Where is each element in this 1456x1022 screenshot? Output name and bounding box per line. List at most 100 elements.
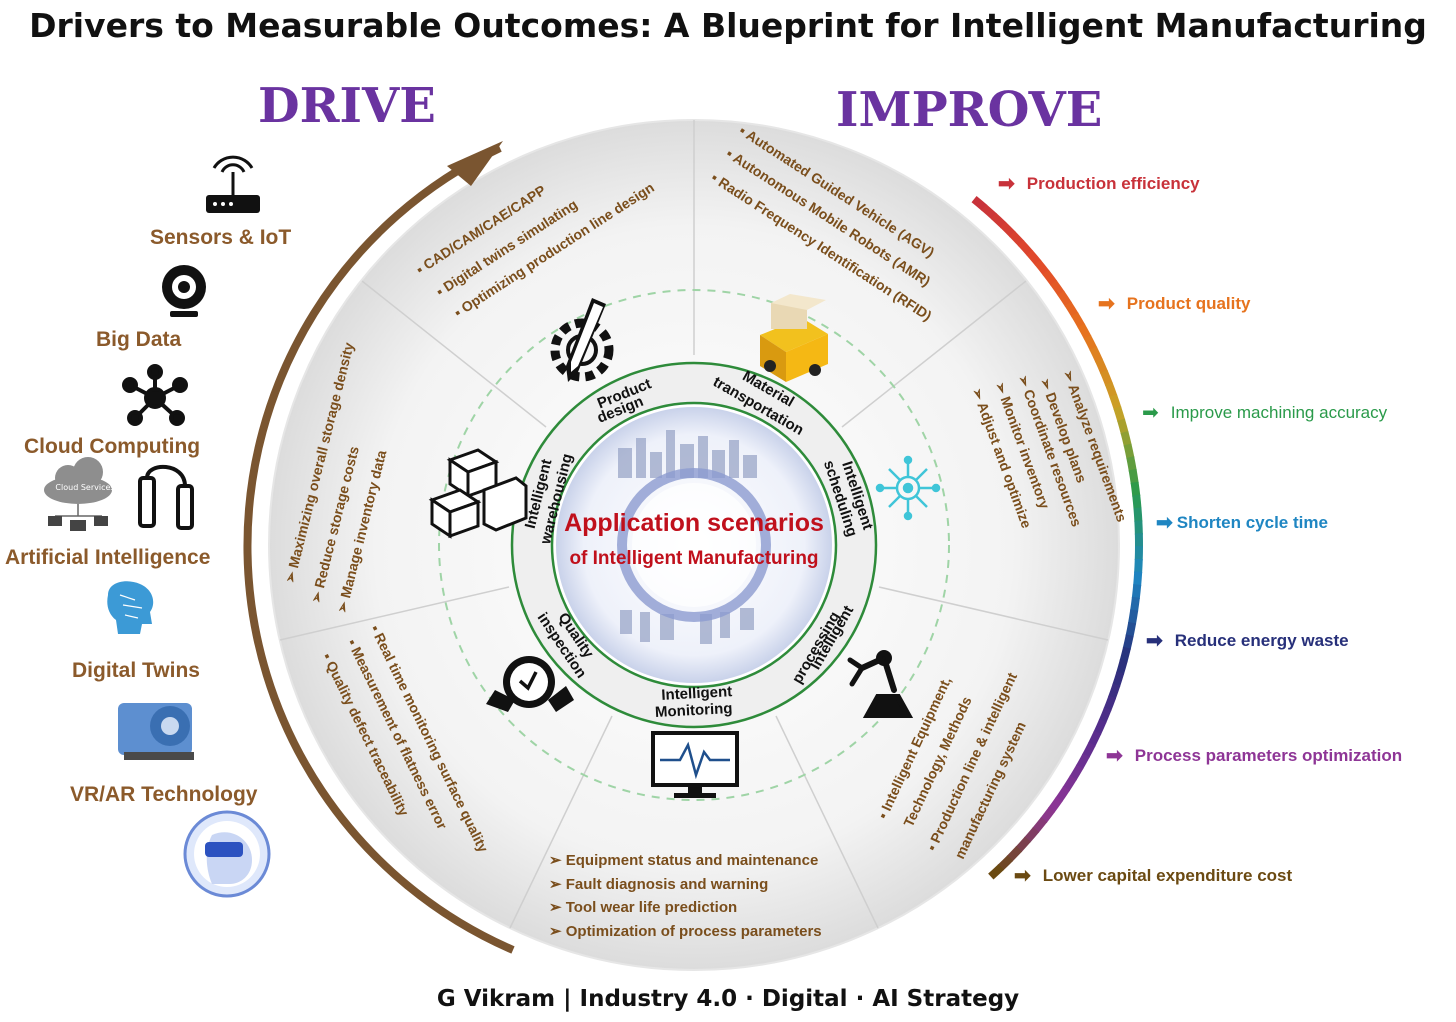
improve-arc-segment <box>1069 764 1084 781</box>
detail-monitoring-3: ➢ Optimization of process parameters <box>549 923 822 940</box>
improve-arc-segment <box>1050 280 1065 297</box>
improve-arc-segment <box>1040 807 1056 824</box>
improve-arc-segment <box>1077 323 1092 340</box>
improve-gradient-arc <box>971 196 1143 880</box>
scenario-label-4-line1: Intelligent <box>661 683 733 704</box>
center-title: Application scenarios <box>564 509 824 537</box>
footer-credit: G Vikram | Industry 4.0 · Digital · AI S… <box>436 986 1020 1012</box>
drive-arrowhead <box>447 141 503 186</box>
driver-cloud-computing: Cloud Computing <box>24 435 201 458</box>
improve-arc-segment <box>1006 846 1023 862</box>
arrow-right-icon: ➡ <box>1098 293 1115 315</box>
turbine-icon <box>118 703 194 760</box>
improve-arc-segment <box>1094 358 1108 375</box>
outcome-production-efficiency: ➡Production efficiency <box>998 173 1200 195</box>
dashed-ring <box>438 289 950 801</box>
driver-big-data: Big Data <box>96 328 182 351</box>
improve-arc-segment <box>1117 418 1129 435</box>
improve-arc-segment <box>1123 443 1135 460</box>
gear-pencil-icon <box>550 298 614 382</box>
ai-head-icon <box>107 581 154 634</box>
monitor-pulse-icon <box>651 731 739 798</box>
driver-digital-twins: Digital Twins <box>72 659 200 682</box>
router-icon <box>206 155 260 213</box>
improve-arc-segment <box>1062 775 1077 792</box>
improve-arc-segment <box>1122 634 1134 650</box>
improve-arc-segment <box>1057 290 1072 307</box>
improve-arc-segment <box>1126 456 1137 472</box>
arrow-right-icon: ➡ <box>998 173 1015 195</box>
improve-heading: IMPROVE <box>836 82 1103 138</box>
improve-arc-segment <box>1064 301 1079 318</box>
improve-arc-segment <box>1116 659 1128 675</box>
neural-node-icon <box>875 455 941 521</box>
arrow-right-icon: ➡ <box>1106 745 1123 767</box>
outcome-product-quality: ➡Product quality <box>1098 293 1251 315</box>
drive-heading: DRIVE <box>258 78 436 134</box>
improve-arc-segment <box>1103 695 1117 712</box>
arrow-right-icon: ➡ <box>1156 512 1173 534</box>
improve-arc-segment <box>1128 609 1139 625</box>
cloud-services-icon: Cloud Services <box>44 457 115 531</box>
improve-arc-segment <box>971 196 988 212</box>
improve-arc-segment <box>981 204 998 220</box>
improve-arc-segment <box>1133 571 1143 587</box>
arrow-right-icon: ➡ <box>1014 865 1031 887</box>
improve-arc-segment <box>1093 719 1107 736</box>
segment-dividers <box>279 120 1109 929</box>
improve-arc-segment <box>990 212 1007 229</box>
improve-arc-segment <box>1047 796 1063 813</box>
driver-vr-ar: VR/AR Technology <box>70 783 258 806</box>
improve-arc-segment <box>1000 221 1016 238</box>
improve-arc-segment <box>1042 269 1058 286</box>
improve-arc-segment <box>1023 826 1040 843</box>
robot-arm-icon <box>847 650 914 718</box>
outcome-cycle-time: ➡Shorten cycle time <box>1156 512 1328 534</box>
improve-arc-segment <box>1104 381 1118 398</box>
page-title: Drivers to Measurable Outcomes: A Bluepr… <box>29 6 1427 45</box>
improve-arc-segment <box>1134 558 1143 574</box>
improve-arc-segment <box>1109 394 1122 410</box>
detail-monitoring-0: ➢ Equipment status and maintenance <box>549 852 818 869</box>
improve-arc-segment <box>1071 312 1086 329</box>
usb-cable-icon <box>138 464 194 530</box>
scenario-label-4-line2: Monitoring <box>655 700 733 721</box>
network-hub-icon <box>122 364 188 426</box>
improve-arc-segment <box>1134 520 1143 535</box>
quality-badge-icon <box>486 656 574 712</box>
improve-arc-segment <box>1130 481 1141 497</box>
warehouse-boxes-icon <box>428 448 528 539</box>
improve-arc-segment <box>1119 646 1131 663</box>
city-hub-icon <box>556 407 832 683</box>
agv-robot-icon <box>760 294 828 382</box>
improve-arc-segment <box>1100 369 1113 386</box>
improve-arc-segment <box>1128 468 1139 485</box>
improve-arc-segment <box>1108 683 1121 700</box>
improve-arc-segment <box>1075 753 1090 770</box>
improve-arc-segment <box>1112 671 1125 688</box>
improve-arc-segment <box>1125 621 1137 638</box>
improve-arc-segment <box>1130 596 1140 612</box>
drive-arc <box>243 144 515 954</box>
improve-arc-segment <box>1120 431 1132 447</box>
detail-monitoring-2: ➢ Tool wear life prediction <box>549 899 737 916</box>
improve-arc-segment <box>1098 707 1112 724</box>
outcome-machining-accuracy: ➡Improve machining accuracy <box>1142 402 1388 424</box>
improve-arc-segment <box>1032 817 1048 834</box>
arrow-right-icon: ➡ <box>1142 402 1159 424</box>
improve-arc-segment <box>1087 730 1102 747</box>
vr-headset-icon <box>183 810 271 898</box>
improve-arc-segment <box>1132 494 1142 510</box>
driver-sensors-iot: Sensors & IoT <box>150 226 292 249</box>
arrow-right-icon: ➡ <box>1146 630 1163 652</box>
improve-arc-segment <box>1055 786 1070 803</box>
center-subtitle: of Intelligent Manufacturing <box>569 548 819 569</box>
improve-arc-segment <box>1026 249 1042 266</box>
improve-arc-segment <box>1034 259 1050 276</box>
improve-arc-segment <box>1009 230 1025 247</box>
outcome-capital-expenditure: ➡Lower capital expenditure cost <box>1014 865 1293 887</box>
improve-arc-segment <box>1082 742 1096 759</box>
driver-artificial-intelligence: Artificial Intelligence <box>5 546 211 569</box>
